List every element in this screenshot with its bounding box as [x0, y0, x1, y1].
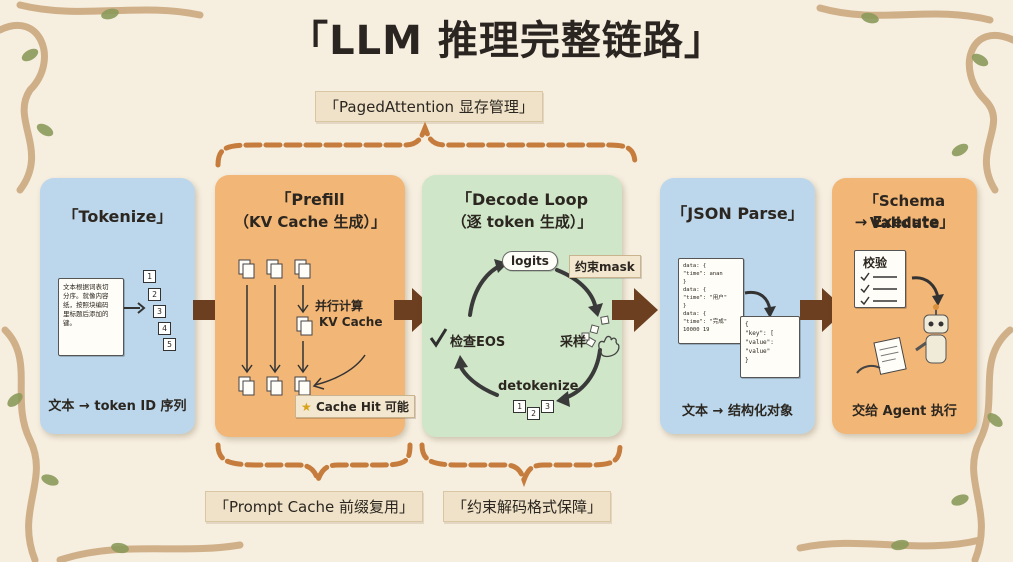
star-icon: ★: [301, 400, 312, 414]
tokenize-footer: 文本 → token ID 序列: [48, 399, 187, 414]
token-box: 4: [158, 322, 171, 335]
prefill-panel: 「Prefill （KV Cache 生成）」 并行计算 KV Cache ★ …: [215, 175, 415, 437]
parse-arrow-icon: [744, 290, 776, 318]
prefill-title: 「Prefill: [275, 190, 345, 209]
doc-line: 键。: [63, 319, 76, 327]
json-line: data: {: [683, 263, 707, 269]
check-eos-label: 检查EOS: [450, 335, 506, 350]
parsed-line: }: [745, 357, 749, 364]
kv-cache-diagram: [238, 259, 366, 396]
schema-title-line1: 「Schema Validate: [863, 192, 946, 232]
decode-title: 「Decode Loop: [455, 190, 589, 209]
token-box: 1: [143, 270, 156, 283]
parsed-line: "key": [: [745, 330, 774, 337]
robot-icon: [915, 304, 949, 364]
json-line: 10000 19: [683, 327, 710, 333]
parsed-line: "value": [745, 348, 771, 355]
token-box: 2: [148, 288, 161, 301]
json-footer: 文本 → 结构化对象: [682, 404, 793, 419]
doc-line: 分序。就像内容: [63, 292, 109, 300]
json-line: "time": "用户": [683, 295, 728, 301]
cache-hit-label: Cache Hit 可能: [315, 400, 409, 414]
json-line: data: {: [683, 311, 707, 317]
json-line: "time": "完成": [683, 319, 728, 325]
schema-title-line2: → Execute」: [854, 213, 955, 231]
validate-label: 校验: [863, 256, 888, 270]
token-box: 3: [153, 305, 166, 318]
parsed-line: "value":: [745, 339, 774, 346]
decode-subtitle: （逐 token 生成）」: [451, 213, 593, 231]
doc-line: 纸，按照块编码: [63, 301, 109, 309]
tokenize-arrow-icon: [124, 302, 146, 314]
token-box: 5: [163, 338, 176, 351]
decode-loop-panel: 「Decode Loop （逐 token 生成）」 logits 约束mask…: [422, 175, 641, 437]
sampling-label: 采样: [560, 335, 587, 350]
schema-execute-panel: 「Schema Validate → Execute」 校验: [832, 178, 977, 434]
prefill-subtitle: （KV Cache 生成）」: [233, 213, 387, 231]
parsed-object-document: { "key": [ "value": "value" }: [740, 316, 800, 378]
prompt-cache-tag: 「Prompt Cache 前缀复用」: [205, 491, 423, 522]
json-parse-panel: 「JSON Parse」 data: { "time": anan } data…: [660, 178, 815, 434]
tokenize-panel: 「Tokenize」 文本根据词表切 分序。就像内容 纸，按照块编码 里标题后添…: [40, 178, 195, 434]
json-line: }: [683, 303, 687, 309]
doc-line: 里标题后添加的: [63, 310, 109, 318]
page-title: 「LLM 推理完整链路」: [288, 18, 725, 64]
raw-json-document: data: { "time": anan } data: { "time": "…: [678, 258, 744, 344]
constraint-mask-note: 约束mask: [569, 255, 641, 278]
checklist-icon: [854, 250, 906, 308]
token-box: 2: [527, 407, 540, 420]
constrained-decoding-tag: 「约束解码格式保障」: [443, 491, 612, 522]
agent-illustration: [856, 276, 949, 375]
parallel-compute-label: 并行计算: [315, 299, 364, 313]
json-line: }: [683, 279, 687, 285]
token-box: 3: [541, 400, 554, 413]
detokenize-label: detokenize: [498, 379, 579, 394]
text-document: 文本根据词表切 分序。就像内容 纸，按照块编码 里标题后添加的 键。: [58, 278, 124, 356]
cache-hit-note: ★ Cache Hit 可能: [295, 395, 415, 418]
token-box: 1: [513, 400, 526, 413]
paged-attention-tag: 「PagedAttention 显存管理」: [315, 91, 543, 122]
tokenize-title: 「Tokenize」: [62, 207, 173, 226]
json-title: 「JSON Parse」: [671, 204, 804, 223]
schema-footer: 交给 Agent 执行: [852, 404, 957, 419]
doc-line: 文本根据词表切: [63, 283, 109, 291]
parsed-line: {: [745, 321, 749, 328]
logits-cloud: logits: [502, 251, 558, 271]
json-line: "time": anan: [683, 271, 723, 277]
kv-cache-label: KV Cache: [319, 315, 383, 329]
json-line: data: {: [683, 287, 707, 293]
